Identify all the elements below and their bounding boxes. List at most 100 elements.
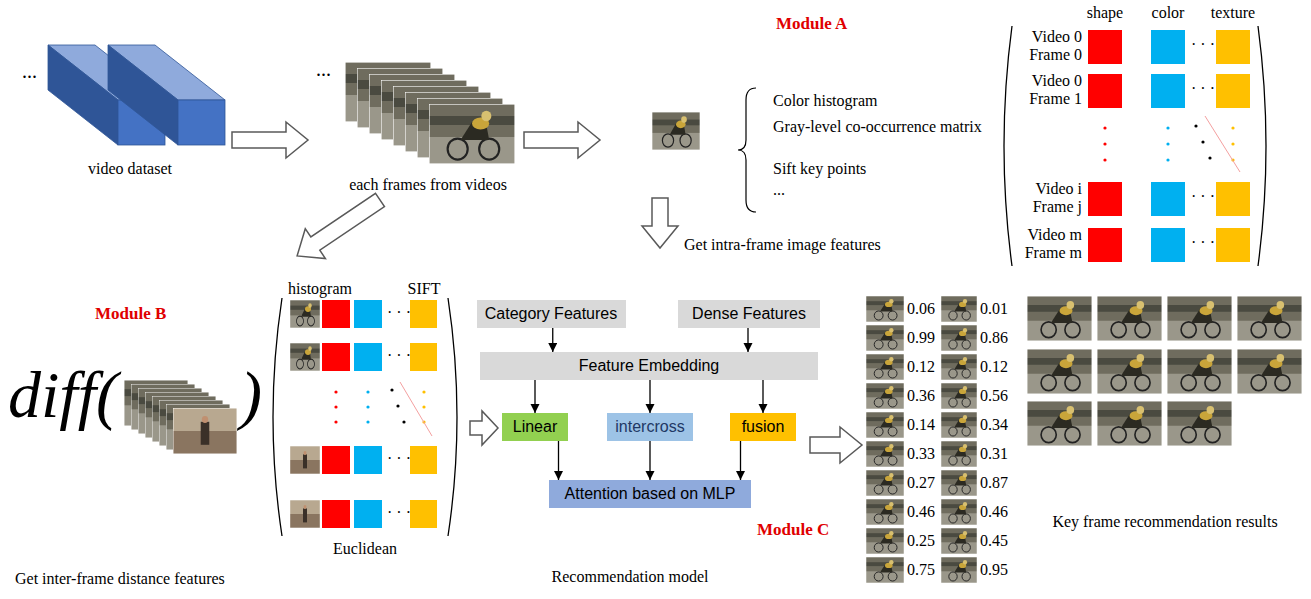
model-box: Feature Embedding <box>480 352 818 380</box>
hollow-arrow <box>232 122 308 158</box>
frame-thumb <box>290 500 320 528</box>
caption-text: each frames from videos <box>349 176 507 194</box>
score-value: 0.86 <box>980 329 1008 347</box>
matrix-bracket <box>1004 26 1012 266</box>
frame-thumb <box>941 412 977 438</box>
frame-thumb <box>173 408 237 454</box>
frame-thumb <box>866 441 904 467</box>
frame-thumb <box>941 441 977 467</box>
score-value: 0.87 <box>980 474 1008 492</box>
row-label: Video 0 Frame 0 <box>1018 28 1082 65</box>
block-front <box>178 100 225 145</box>
frame-thumb <box>866 296 904 322</box>
model-box: Category Features <box>477 300 626 328</box>
flow-connector <box>558 441 559 480</box>
texture-cell <box>1216 30 1250 64</box>
texture-cell <box>1216 182 1250 216</box>
hollow-arrow <box>642 198 678 248</box>
feature-item: Color histogram <box>773 92 877 110</box>
color-cell <box>1151 228 1185 262</box>
feature-item: Gray-level co-occurrence matrix <box>773 115 983 138</box>
score-value: 0.06 <box>907 300 935 318</box>
histogram-cell <box>322 446 350 474</box>
flow-connector <box>740 441 741 480</box>
histogram-cell <box>354 343 382 371</box>
hollow-arrow <box>524 122 600 158</box>
key-frame <box>1167 349 1232 394</box>
caption-text: Get intra-frame image features <box>684 236 881 254</box>
histogram-cell <box>322 300 350 328</box>
feature-matrix-b <box>273 298 457 536</box>
key-frame-grid <box>1027 296 1302 446</box>
key-frame <box>1097 349 1162 394</box>
frame-thumb <box>866 557 904 583</box>
score-value: 0.45 <box>980 532 1008 550</box>
key-frame <box>1027 296 1092 341</box>
block-side <box>48 45 118 145</box>
frame-thumb <box>941 470 977 496</box>
frame-thumb <box>941 557 977 583</box>
score-value: 0.14 <box>907 416 935 434</box>
flow-connector <box>534 380 535 413</box>
frame-thumb <box>866 412 904 438</box>
key-frame <box>1097 296 1162 341</box>
model-box: Attention based on MLP <box>549 480 751 508</box>
column-header: SIFT <box>408 280 441 298</box>
box-text: Linear <box>513 418 557 436</box>
shape-cell <box>1088 182 1122 216</box>
box-text: fusion <box>742 418 785 436</box>
shape-cell <box>1088 228 1122 262</box>
texture-cell <box>1216 74 1250 108</box>
column-header: histogram <box>288 280 352 298</box>
shape-cell <box>1088 30 1122 64</box>
key-frame <box>1097 401 1162 446</box>
histogram-cell <box>322 500 350 528</box>
matrix-bracket <box>1258 26 1266 266</box>
hollow-arrow <box>810 427 862 463</box>
key-frame <box>1027 401 1092 446</box>
ellipsis: · · · <box>387 347 411 365</box>
ellipsis: · · · <box>387 450 411 468</box>
frame-thumb <box>866 325 904 351</box>
column-header: color <box>1152 4 1185 22</box>
texture-cell <box>1216 228 1250 262</box>
sift-cell <box>410 446 437 474</box>
model-box: fusion <box>730 413 796 441</box>
score-value: 0.36 <box>907 387 935 405</box>
histogram-cell <box>322 343 350 371</box>
frame-thumb <box>941 383 977 409</box>
module-title: Module A <box>776 14 847 34</box>
caption-text: Key frame recommendation results <box>1052 513 1277 531</box>
flow-arrows <box>232 122 862 463</box>
frame-thumb <box>866 354 904 380</box>
frame-thumb <box>429 104 515 164</box>
diff-frame-stack <box>124 380 237 454</box>
feature-item: Sift key points <box>773 160 866 178</box>
ellipsis: · · · <box>387 304 411 322</box>
model-box: Dense Features <box>678 300 820 328</box>
caption-text: Euclidean <box>333 540 397 558</box>
frame-thumb <box>941 354 977 380</box>
module-title: Module B <box>95 304 166 324</box>
curly-brace <box>738 88 756 212</box>
ellipsis: · · · <box>1191 188 1215 206</box>
ellipsis: ... <box>22 60 37 83</box>
model-box: intercross <box>607 413 693 441</box>
formula-text: diff( <box>8 362 118 428</box>
caption-text: Get inter-frame distance features <box>15 570 225 588</box>
score-value: 0.12 <box>980 358 1008 376</box>
sift-cell <box>410 300 437 328</box>
flow-connector <box>747 328 748 352</box>
frame-thumb <box>866 499 904 525</box>
frame-stack <box>345 62 515 164</box>
frame-thumb <box>290 343 320 371</box>
frame-thumb <box>941 296 977 322</box>
vertical-dots <box>1103 116 1240 172</box>
ellipsis: ... <box>773 181 785 199</box>
key-frame <box>1167 401 1232 446</box>
score-value: 0.12 <box>907 358 935 376</box>
key-frame <box>1167 296 1232 341</box>
